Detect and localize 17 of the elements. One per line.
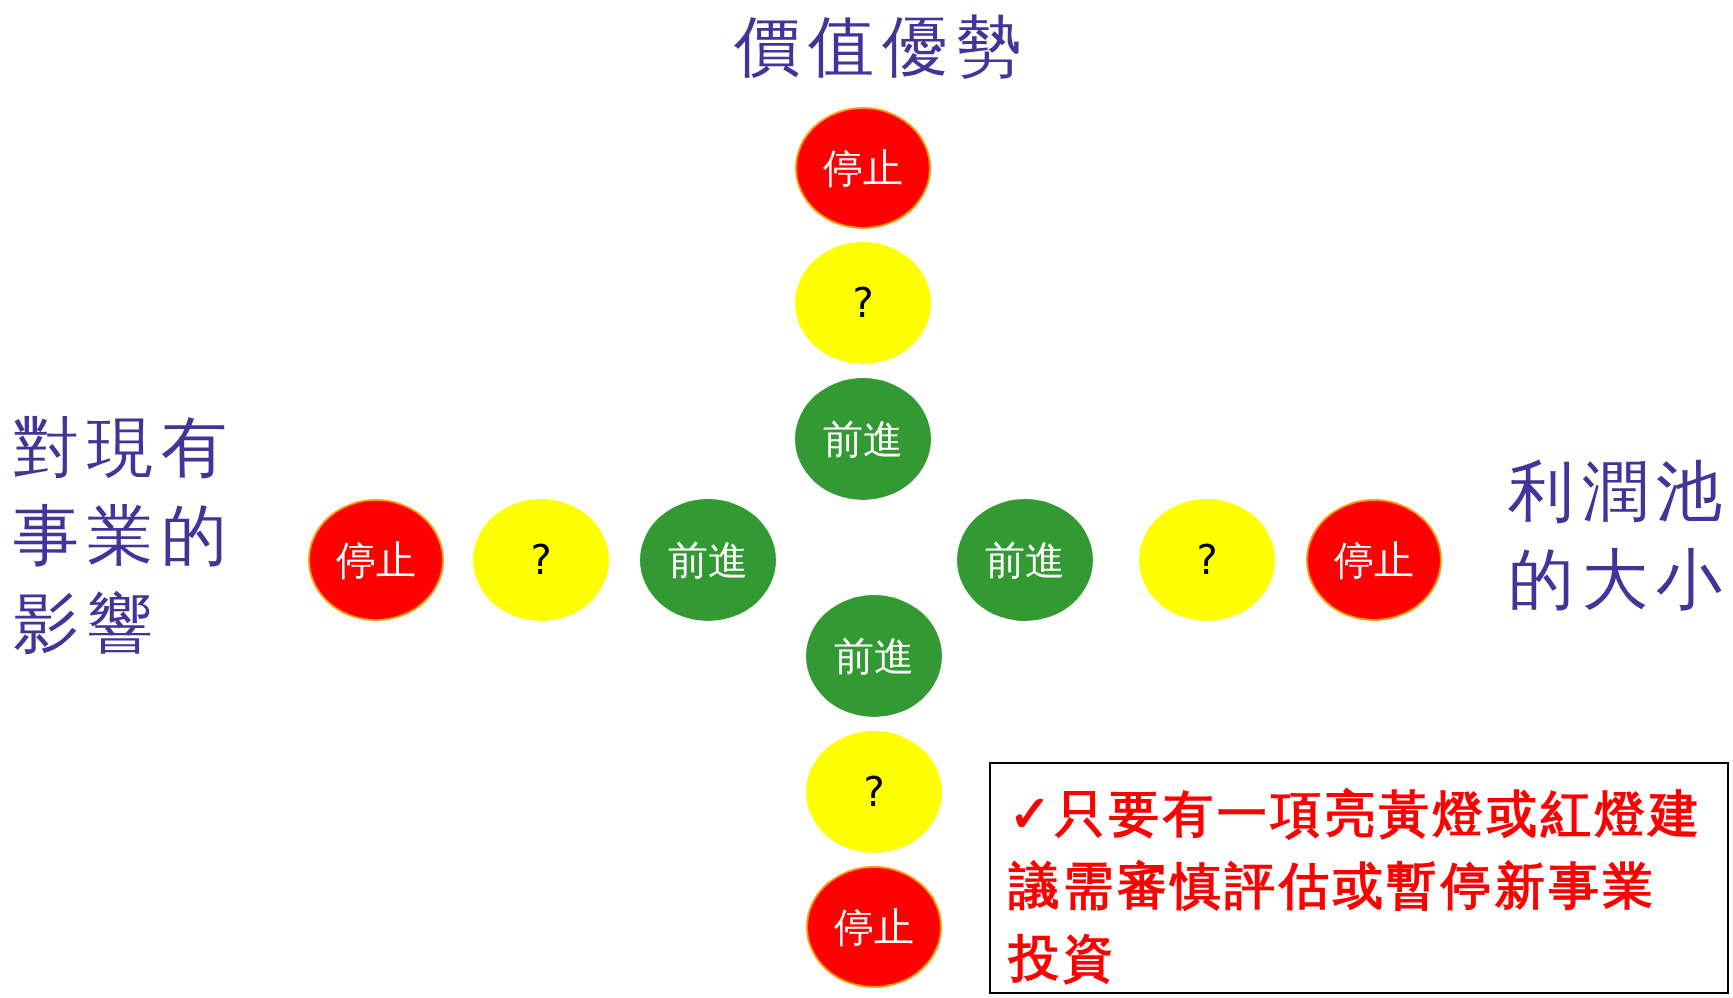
axis-label: 對現有事業的影響 [13,408,236,664]
go-light: 前進 [795,378,931,500]
stop-light: 停止 [806,866,942,988]
caution-light: ? [473,499,609,621]
axis-label: 利潤池的大小 [1508,452,1731,620]
go-light: 前進 [640,499,776,621]
caution-light: ? [1139,499,1275,621]
title: 價值優勢 [732,8,1030,85]
go-light: 前進 [806,595,942,717]
note-text: ✓只要有一項亮黃燈或紅燈建議需審慎評估或暫停新事業投資 [1009,784,1703,987]
caution-light: ? [806,731,942,853]
note-box [989,762,1729,994]
stop-light: 停止 [308,499,444,621]
caution-light: ? [795,242,931,364]
stop-light: 停止 [1306,499,1442,621]
go-light: 前進 [957,499,1093,621]
stop-light: 停止 [795,107,931,229]
